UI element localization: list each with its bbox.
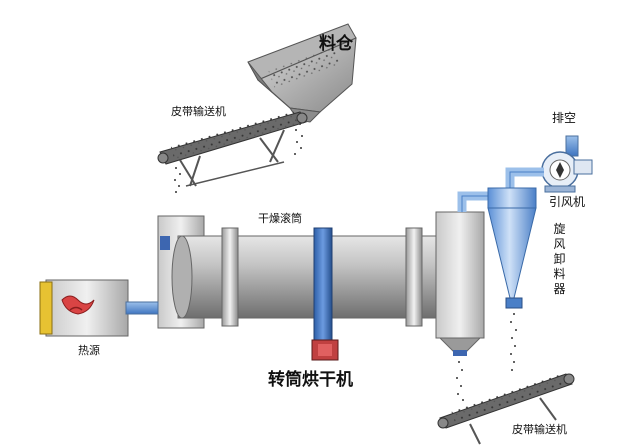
cyclone-label: 旋风卸料器 — [553, 222, 566, 296]
hopper-label: 料仓 — [319, 34, 353, 54]
dryer-drum — [157, 191, 500, 361]
cyclone-exhaust-duct — [505, 167, 544, 190]
bottom-conveyor-label: 皮带输送机 — [512, 423, 567, 436]
cyclone-particle-stream — [510, 313, 517, 371]
bottom-belt-conveyor — [437, 373, 575, 445]
cyclone-separator — [487, 187, 537, 309]
induced-draft-fan — [541, 135, 593, 193]
top-conveyor-label: 皮带输送机 — [171, 105, 226, 118]
fan-label: 引风机 — [549, 195, 586, 209]
heat-source-label: 热源 — [78, 344, 100, 357]
drum-discharge-stream — [456, 361, 464, 401]
top-conveyor-particle-stream — [174, 167, 181, 193]
drum-label: 干燥滚筒 — [258, 212, 302, 225]
diagram-title: 转筒烘干机 — [268, 370, 353, 390]
heat-source-furnace — [39, 279, 159, 337]
exhaust-label: 排空 — [552, 111, 577, 125]
top-belt-conveyor — [157, 110, 308, 187]
hopper-particle-stream — [294, 123, 303, 155]
hopper — [247, 23, 357, 123]
